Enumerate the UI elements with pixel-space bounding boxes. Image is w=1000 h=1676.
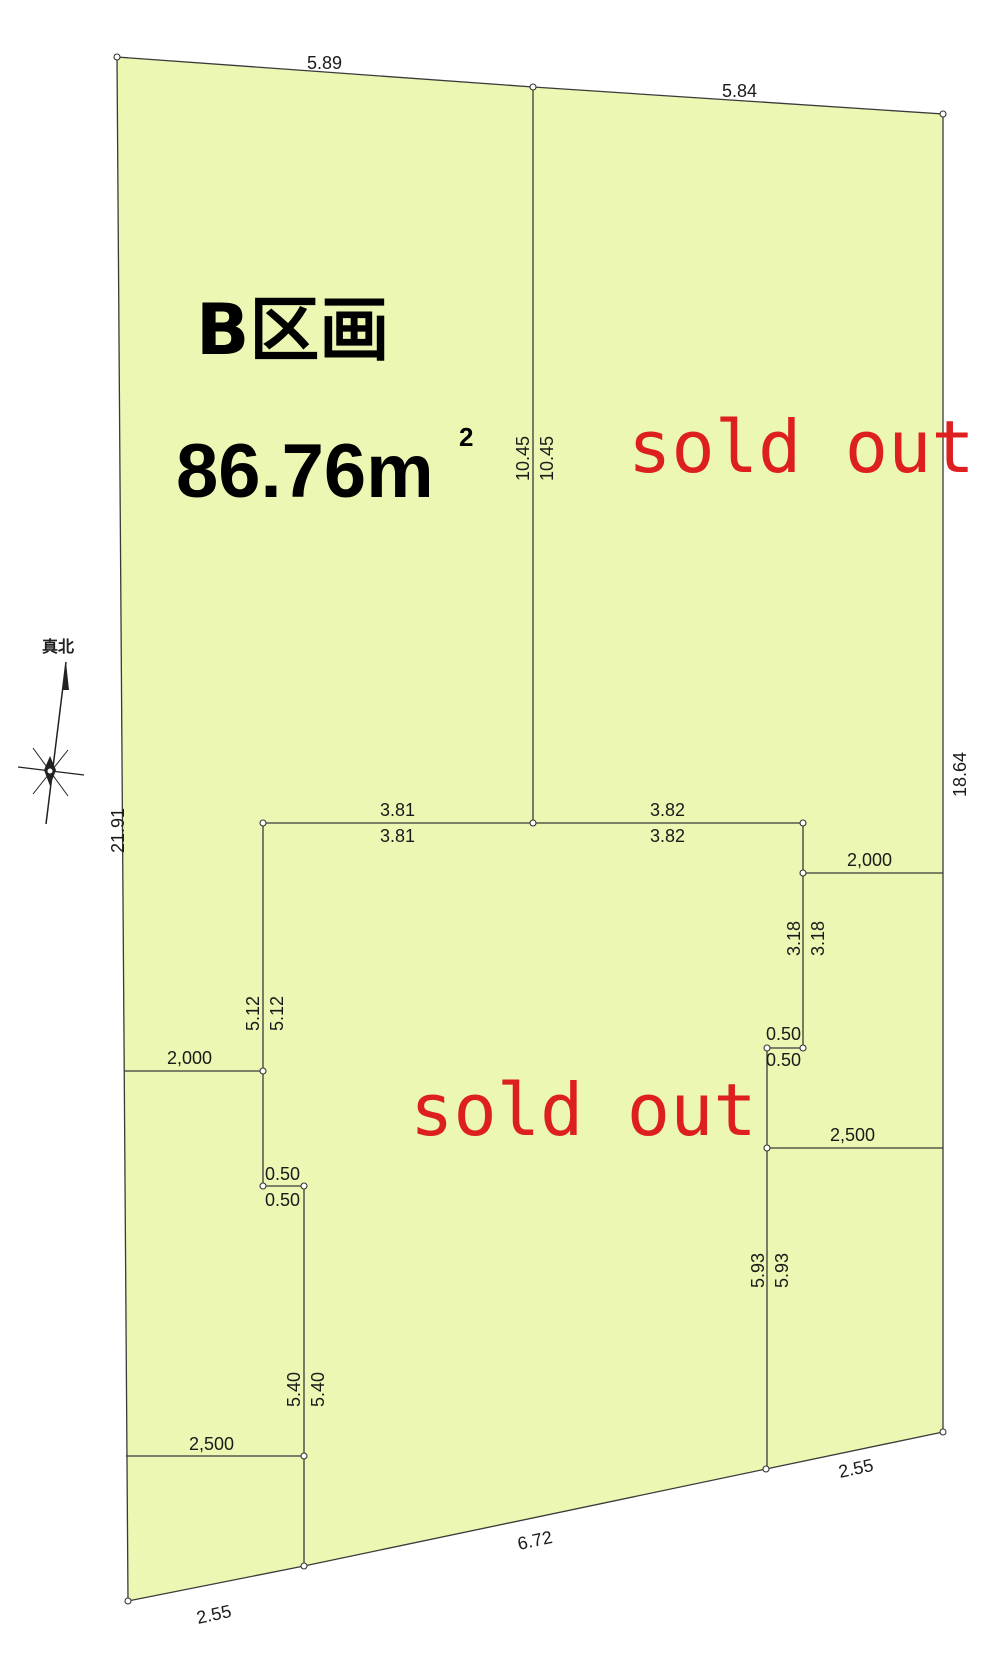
inner-block-outline <box>263 822 804 1469</box>
vertex <box>939 110 947 118</box>
dim-inner-left-lower-a: 5.40 <box>284 1372 304 1407</box>
vertex-markers <box>113 53 947 1605</box>
dim-setback-right-lower: 2,500 <box>830 1125 875 1145</box>
vertex <box>799 1044 807 1052</box>
dim-top-left: 5.89 <box>307 53 342 73</box>
dim-top-right: 5.84 <box>722 81 757 101</box>
lot-area-unit-superscript: 2 <box>459 422 473 452</box>
dim-bottom-middle: 6.72 <box>516 1527 554 1554</box>
vertex <box>113 53 121 61</box>
dim-inner-left-upper-b: 5.12 <box>267 996 287 1031</box>
vertex <box>300 1182 308 1190</box>
dim-setback-right-upper: 2,000 <box>847 850 892 870</box>
dim-setback-left-lower: 2,500 <box>189 1434 234 1454</box>
dim-inner-top-left-b: 3.81 <box>380 826 415 846</box>
lot-outline <box>116 56 944 1602</box>
dim-left-side: 21.91 <box>108 808 128 853</box>
vertex <box>259 819 267 827</box>
dim-inner-right-lower-a: 5.93 <box>748 1253 768 1288</box>
dim-step-right-b: 0.50 <box>766 1050 801 1070</box>
vertex <box>529 83 537 91</box>
dim-inner-top-right-a: 3.82 <box>650 800 685 820</box>
dim-divider-a: 10.45 <box>513 436 533 481</box>
dim-bottom-left: 2.55 <box>195 1601 233 1628</box>
dim-inner-top-right-b: 3.82 <box>650 826 685 846</box>
dim-inner-right-upper-b: 3.18 <box>808 921 828 956</box>
dim-bottom-right: 2.55 <box>837 1455 875 1482</box>
inner-block-left-outline <box>262 823 305 1566</box>
lot-title: B区画 <box>196 289 389 371</box>
vertex <box>799 869 807 877</box>
dim-step-left-b: 0.50 <box>265 1190 300 1210</box>
vertex <box>259 1067 267 1075</box>
vertex <box>124 1597 132 1605</box>
sold-out-label-upper: sold out <box>628 405 975 489</box>
vertex <box>529 819 537 827</box>
dim-step-left-a: 0.50 <box>265 1164 300 1184</box>
vertex <box>939 1428 947 1436</box>
vertex <box>300 1452 308 1460</box>
vertex <box>762 1465 770 1473</box>
vertex <box>259 1182 267 1190</box>
sold-out-label-lower: sold out <box>410 1068 757 1152</box>
vertex <box>300 1562 308 1570</box>
dim-inner-left-lower-b: 5.40 <box>308 1372 328 1407</box>
dim-inner-right-lower-b: 5.93 <box>772 1253 792 1288</box>
vertex <box>763 1044 771 1052</box>
dim-inner-top-left-a: 3.81 <box>380 800 415 820</box>
dim-step-right-a: 0.50 <box>766 1024 801 1044</box>
dim-right-side: 18.64 <box>950 752 970 797</box>
dim-divider-b: 10.45 <box>537 436 557 481</box>
dim-inner-right-upper-a: 3.18 <box>784 921 804 956</box>
dim-inner-left-upper-a: 5.12 <box>243 996 263 1031</box>
north-label: 真北 <box>42 637 74 656</box>
vertex <box>763 1144 771 1152</box>
vertex <box>799 819 807 827</box>
lot-area: 86.76m <box>176 429 434 514</box>
dim-setback-left-upper: 2,000 <box>167 1048 212 1068</box>
north-arrow-icon: 真北 <box>17 637 85 825</box>
